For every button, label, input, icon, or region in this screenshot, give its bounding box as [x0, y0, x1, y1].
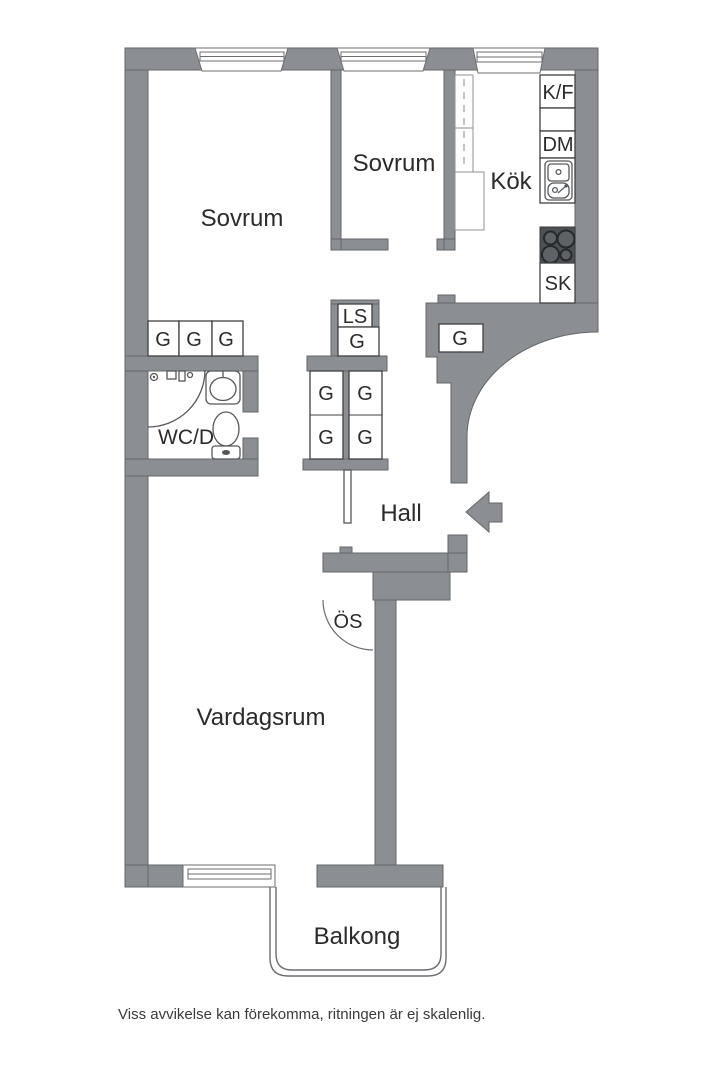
wardrobe-label: G	[357, 427, 373, 449]
door-leaf	[343, 469, 352, 524]
entrance-arrow-icon	[465, 490, 503, 534]
room-label-bathroom: WC/D	[158, 426, 214, 449]
counter-icon	[454, 171, 485, 231]
plan-labels: Sovrum Sovrum Kök Hall Vardagsrum Balkon…	[155, 82, 573, 950]
room-label-bedroom-1: Sovrum	[201, 205, 284, 232]
washbasin-icon	[205, 370, 241, 405]
fridge-freezer-box	[539, 74, 576, 109]
window-icon	[194, 47, 289, 72]
wardrobes	[147, 303, 484, 524]
wardrobe-label: G	[318, 383, 334, 405]
wardrobe-box	[211, 320, 244, 357]
wardrobe-label: G	[452, 328, 468, 350]
stove-icon	[539, 226, 576, 264]
bathroom-fixtures	[147, 369, 241, 460]
windows	[182, 47, 546, 888]
dishwasher-box	[539, 130, 576, 159]
wardrobe-label: G	[155, 329, 171, 351]
linen-cabinet-label: LS	[343, 306, 367, 328]
wardrobe-label: G	[357, 383, 373, 405]
fireplace-arc	[322, 599, 374, 651]
cabinet-label: SK	[545, 273, 572, 295]
wardrobe-label: G	[318, 427, 334, 449]
window-icon	[182, 864, 276, 888]
wardrobe-label: G	[186, 329, 202, 351]
wardrobe-label: G	[218, 329, 234, 351]
wardrobe-box	[178, 320, 213, 357]
room-label-living-room: Vardagsrum	[197, 704, 326, 731]
room-label-bedroom-2: Sovrum	[353, 150, 436, 177]
dishwasher-label: DM	[542, 134, 573, 156]
wardrobe-box	[147, 320, 180, 357]
room-label-kitchen: Kök	[490, 168, 532, 195]
window-icon	[336, 47, 431, 72]
interior-walls	[124, 69, 468, 866]
wardrobe-label: G	[349, 331, 365, 353]
tall-cabinet-box	[539, 262, 576, 304]
sink-icon	[544, 160, 573, 201]
shower-icon	[147, 369, 206, 428]
cabinet-box	[539, 107, 576, 132]
upper-cabinets-icon	[454, 74, 474, 173]
fridge-freezer-label: K/F	[542, 82, 573, 104]
window-icon	[472, 47, 546, 74]
wardrobe-box	[438, 323, 484, 353]
room-label-hall: Hall	[380, 500, 421, 527]
room-label-balcony: Balkong	[314, 923, 401, 950]
kitchen-fixtures	[454, 74, 576, 304]
balcony-outline	[269, 887, 447, 977]
fireplace-label: ÖS	[334, 611, 363, 633]
toilet-icon	[211, 411, 241, 460]
wardrobe-box	[337, 326, 380, 357]
disclaimer-text: Viss avvikelse kan förekomma, ritningen …	[118, 1006, 486, 1023]
